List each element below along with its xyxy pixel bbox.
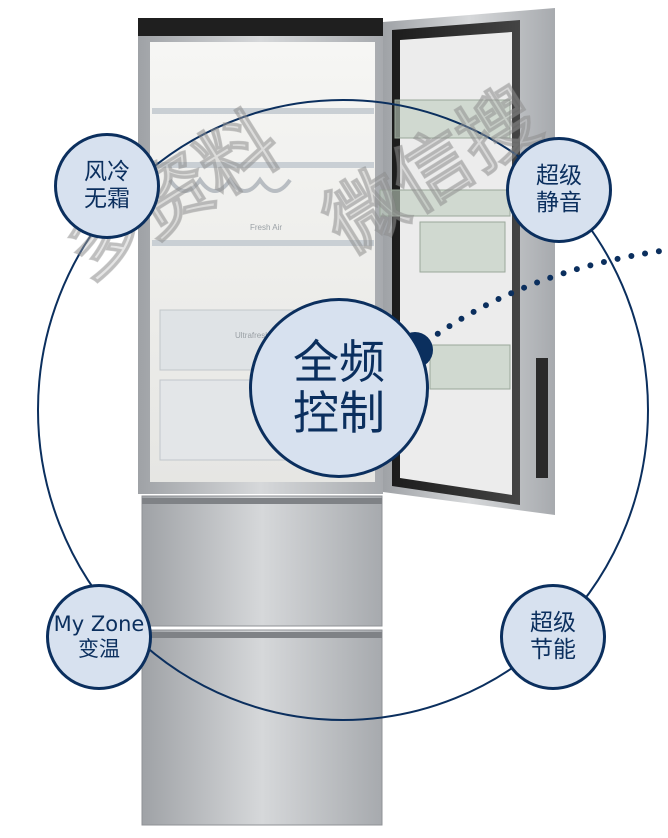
ultrafresh-label: Ultrafresh Z [235,331,277,340]
feature-badge-energy-saving: 超级 节能 [500,584,606,690]
feature-badge-full-frequency: 全频 控制 [249,298,429,478]
drawer-lower [141,629,383,826]
door-bin-3 [419,221,506,273]
door-bin-1 [394,99,511,139]
feature-badge-quiet: 超级 静音 [506,137,612,243]
feature-label-line2: 控制 [293,386,385,440]
feature-label-line2: 变温 [78,637,120,661]
fresh-air-label: Fresh Air [250,223,282,232]
drawer-handle-lower [142,632,382,638]
feature-label-line1: 全频 [293,335,385,390]
door-handle [536,358,548,478]
feature-ring [37,99,649,721]
drawer-upper [141,495,383,627]
dotted-connector [412,247,668,353]
door-bin-2 [379,189,511,217]
feature-label-line2: 无霜 [84,186,130,212]
shelf-3 [152,240,374,246]
drawer-handle-upper [142,498,382,504]
bottle-rack [168,176,292,193]
feature-label-line1: 超级 [530,609,576,636]
feature-label-line2: 静音 [536,190,582,216]
shelf-2 [152,162,374,168]
feature-badge-my-zone: My Zone 变温 [46,584,152,690]
feature-badge-frost-free: 风冷 无霜 [54,133,160,239]
fridge-top [138,18,383,38]
feature-label-line1: My Zone [53,612,145,637]
feature-label-line2: 节能 [530,637,576,663]
door-bin-4 [429,344,511,390]
feature-label-line1: 超级 [536,162,582,189]
feature-label-line1: 风冷 [84,158,130,185]
